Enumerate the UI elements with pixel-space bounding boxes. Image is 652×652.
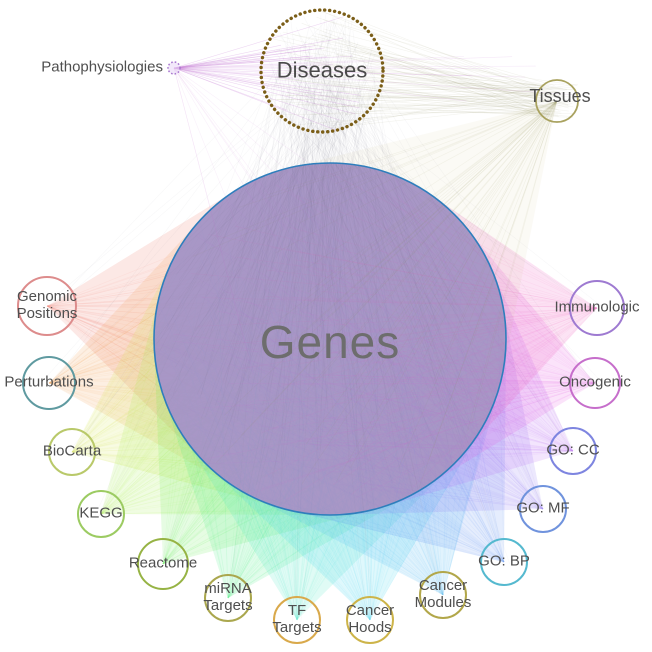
pathophysiologies-node[interactable] xyxy=(167,61,181,75)
genes-node[interactable] xyxy=(153,162,507,516)
node-oncogenic[interactable] xyxy=(569,357,621,409)
node-cancer-hoods[interactable] xyxy=(346,596,394,644)
node-genomic-positions[interactable] xyxy=(17,276,77,336)
node-go-bp[interactable] xyxy=(480,538,528,586)
node-go-cc[interactable] xyxy=(549,427,597,475)
tissues-node[interactable] xyxy=(535,79,579,123)
node-perturbations[interactable] xyxy=(22,356,76,410)
node-tf-targets[interactable] xyxy=(273,596,321,644)
node-circles xyxy=(17,8,625,644)
disease-gene-web xyxy=(41,10,603,627)
node-biocarta[interactable] xyxy=(48,428,96,476)
node-immunologic[interactable] xyxy=(569,280,625,336)
node-reactome[interactable] xyxy=(137,538,189,590)
node-kegg[interactable] xyxy=(77,490,125,538)
diseases-node[interactable] xyxy=(259,8,385,134)
node-mirna-targets[interactable] xyxy=(204,574,252,622)
edge-bundles xyxy=(46,100,598,621)
node-go-mf[interactable] xyxy=(519,485,567,533)
node-cancer-modules[interactable] xyxy=(419,571,467,619)
